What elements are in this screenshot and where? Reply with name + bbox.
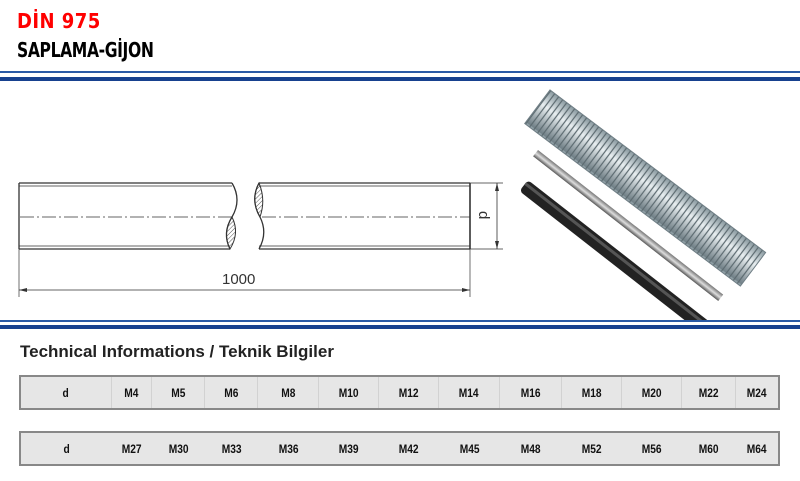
technical-drawing: 1000 d	[18, 181, 503, 297]
table-cell: M8	[258, 377, 319, 408]
table-cell: M16	[500, 377, 562, 408]
table-cell: M30	[168, 441, 189, 456]
table-cell: M27	[122, 441, 142, 456]
table-cell: M42	[399, 441, 419, 456]
table-cell: M52	[582, 441, 602, 456]
table-cell: M45	[459, 441, 480, 456]
divider	[0, 325, 800, 329]
table-cell: M60	[699, 441, 719, 456]
table-cell: M33	[221, 441, 242, 456]
table-cell: M10	[319, 377, 379, 408]
product-name: SAPLAMA-GİJON	[17, 38, 154, 62]
table-cell: M22	[682, 377, 736, 408]
table-cell: M36	[278, 441, 299, 456]
size-table-row-1: d M4 M5 M6 M8 M10 M12 M14 M16 M18 M20 M2…	[19, 375, 780, 410]
standard-code: DİN 975	[17, 9, 101, 33]
table-cell: M4	[112, 377, 152, 408]
length-dimension: 1000	[222, 271, 255, 288]
table-cell: M5	[152, 377, 205, 408]
table-cell: M6	[205, 377, 258, 408]
threaded-rods-photo	[520, 89, 767, 320]
table-cell: M56	[642, 441, 662, 456]
table-cell: M64	[747, 441, 767, 456]
table-cell: M14	[439, 377, 500, 408]
table-cell: M20	[622, 377, 682, 408]
size-table-row-2: d M27 M30 M33 M36 M39 M42 M45 M48 M52 M5…	[19, 431, 780, 466]
table-cell: M39	[339, 441, 359, 456]
divider	[0, 320, 800, 322]
table-cell: M48	[521, 441, 541, 456]
divider	[0, 77, 800, 81]
table-cell: M12	[379, 377, 439, 408]
table-header-cell: d	[63, 441, 70, 456]
table-header-cell: d	[21, 377, 112, 408]
divider	[0, 71, 800, 73]
table-cell: M24	[747, 385, 767, 400]
section-title: Technical Informations / Teknik Bilgiler	[20, 342, 334, 361]
table-cell: M18	[562, 377, 622, 408]
diameter-dimension: d	[475, 211, 492, 219]
